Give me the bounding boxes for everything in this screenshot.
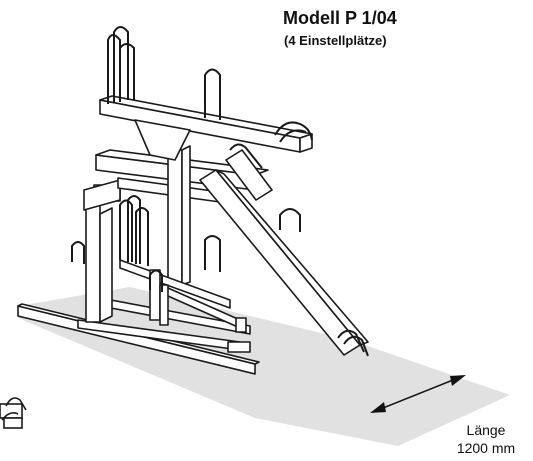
- double-arrow-icon: [370, 375, 466, 413]
- dimension-name: Länge: [466, 422, 506, 438]
- partial-rack-icon: [0, 397, 27, 429]
- model-title: Modell P 1/04: [283, 8, 397, 28]
- wheel-holders: [71, 26, 369, 357]
- model-subtitle: (4 Einstellplätze): [284, 33, 387, 48]
- dimension-value: 1200 mm: [456, 440, 516, 456]
- dimension-label: Länge 1200 mm: [438, 421, 533, 457]
- bike-rack-drawing-icon: [17, 95, 369, 375]
